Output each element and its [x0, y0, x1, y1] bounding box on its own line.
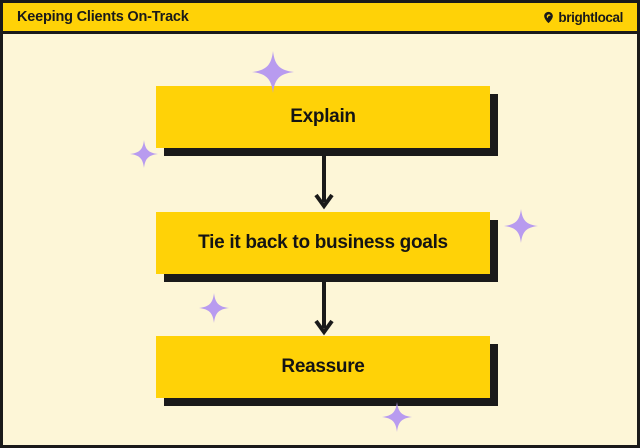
- brand-logo: brightlocal: [542, 10, 623, 25]
- arrow-down-icon: [314, 156, 334, 212]
- sparkle-icon: [504, 209, 538, 243]
- page-title: Keeping Clients On-Track: [17, 9, 189, 25]
- flowchart: Explain Tie it back to business goals Re…: [3, 34, 637, 445]
- flow-node-tie-to-goals: Tie it back to business goals: [156, 212, 490, 274]
- sparkle-icon: [130, 140, 158, 168]
- brand-name: brightlocal: [558, 9, 623, 25]
- header-bar: Keeping Clients On-Track brightlocal: [3, 3, 637, 34]
- sparkle-icon: [382, 402, 412, 432]
- flow-node-label: Reassure: [281, 355, 365, 377]
- flow-node-label: Explain: [290, 105, 356, 127]
- flow-node-reassure: Reassure: [156, 336, 490, 398]
- flow-node-explain: Explain: [156, 86, 490, 148]
- location-pin-icon: [542, 11, 555, 24]
- flow-node-label: Tie it back to business goals: [198, 231, 448, 253]
- arrow-down-icon: [314, 282, 334, 338]
- sparkle-icon: [199, 293, 229, 323]
